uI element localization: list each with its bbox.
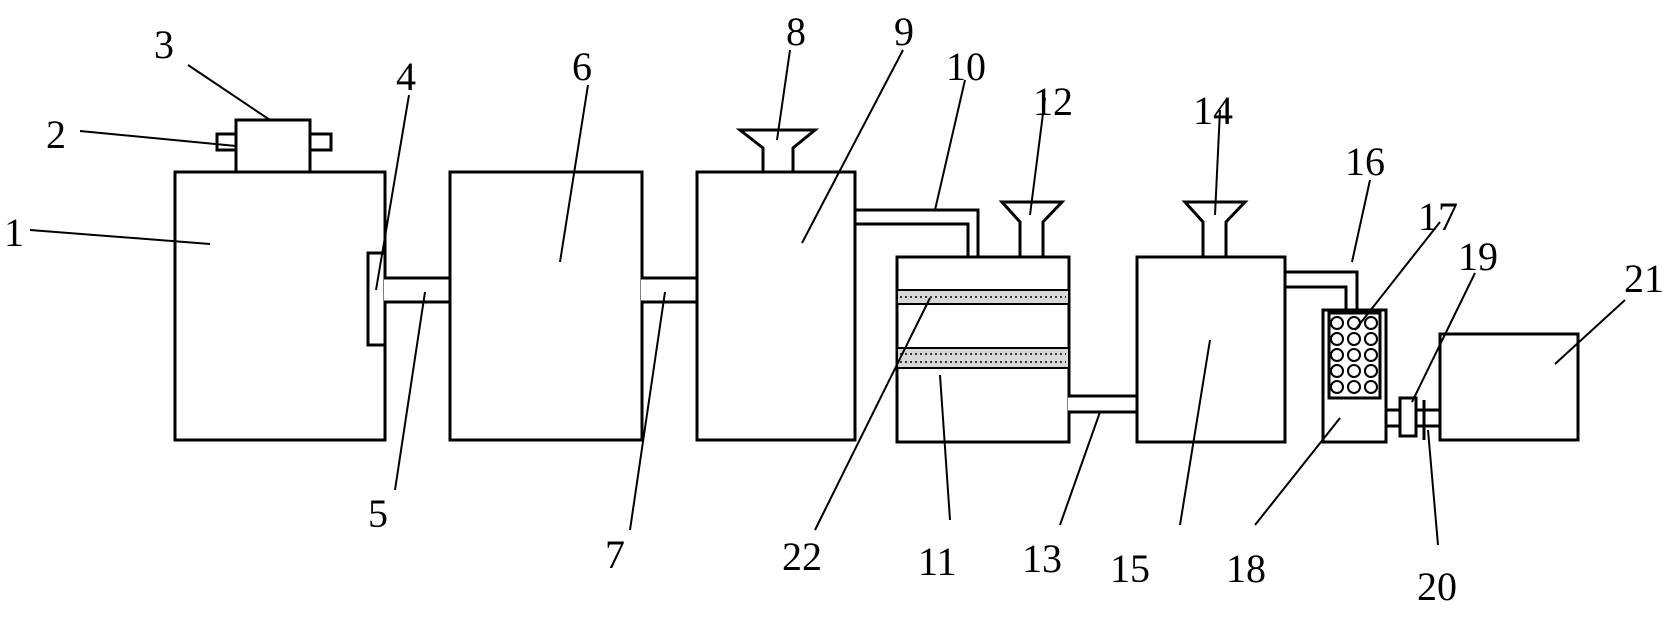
- label-14: 14: [1193, 88, 1233, 133]
- pipe-16: [1285, 270, 1359, 310]
- label-1: 1: [4, 210, 24, 255]
- tank-9: [695, 128, 857, 442]
- label-8: 8: [786, 9, 806, 54]
- tank-15: [1135, 200, 1287, 444]
- label-21: 21: [1624, 256, 1664, 301]
- label-15: 15: [1110, 546, 1150, 591]
- label-12: 12: [1033, 79, 1073, 124]
- funnel-12: [998, 200, 1066, 259]
- unit-18: [1321, 308, 1388, 444]
- label-9: 9: [894, 9, 914, 54]
- label-10: 10: [946, 44, 986, 89]
- pipe-7: [641, 276, 697, 304]
- label-20: 20: [1417, 564, 1457, 609]
- pipe-10: [855, 208, 980, 257]
- pipe-13: [1068, 394, 1137, 414]
- tank-6: [448, 170, 644, 442]
- packing-17-balls: [1330, 316, 1378, 394]
- label-6: 6: [572, 44, 592, 89]
- label-18: 18: [1226, 546, 1266, 591]
- label-5: 5: [368, 491, 388, 536]
- label-16: 16: [1345, 139, 1385, 184]
- tank-15-body: [1135, 255, 1287, 444]
- filter-layer-22-upper: [896, 289, 1070, 305]
- part-4-port: [366, 251, 387, 347]
- label-7: 7: [605, 532, 625, 577]
- label-17: 17: [1418, 194, 1458, 239]
- funnel-8: [735, 128, 820, 174]
- funnel-14: [1181, 200, 1249, 259]
- label-2: 2: [46, 112, 66, 157]
- connector-19-20: [1386, 396, 1440, 440]
- valve-19: [1398, 396, 1418, 438]
- label-3: 3: [154, 22, 174, 67]
- filter-layer-22-lower: [896, 347, 1070, 369]
- label-19: 19: [1458, 234, 1498, 279]
- pipe-5: [384, 276, 450, 304]
- label-13: 13: [1022, 536, 1062, 581]
- tank-9-body: [695, 170, 857, 442]
- tank-1: [173, 118, 387, 442]
- number-labels: 1 2 3 4 5 6 7 8 9 10 11 12 13 14 15 16 1…: [4, 9, 1664, 609]
- box-21: [1438, 332, 1580, 442]
- label-22: 22: [782, 534, 822, 579]
- label-4: 4: [396, 54, 416, 99]
- label-11: 11: [918, 539, 957, 584]
- leader-lines: [29, 49, 1626, 546]
- tank-1-body: [173, 170, 387, 442]
- part-3-cap: [234, 118, 312, 174]
- tank-11: [895, 200, 1071, 444]
